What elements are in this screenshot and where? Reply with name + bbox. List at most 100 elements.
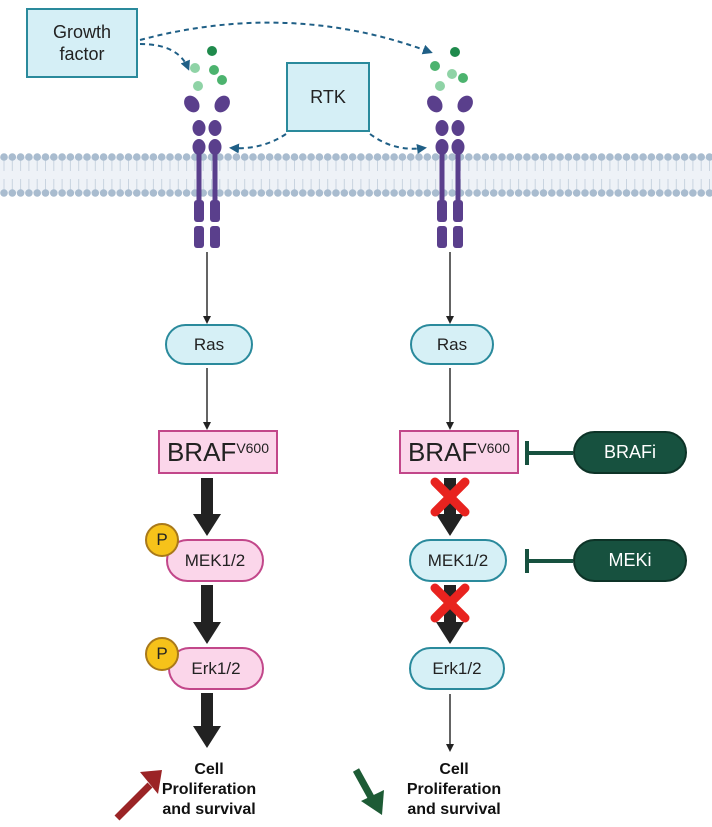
brafi-inhibitor: BRAFi xyxy=(573,431,687,474)
mek-node-right: MEK1/2 xyxy=(409,539,507,582)
lipid-head xyxy=(25,189,33,197)
lipid-head xyxy=(498,153,506,161)
receptor-lobe xyxy=(192,120,206,136)
dashed-arrows xyxy=(139,21,433,154)
lipid-head xyxy=(249,189,257,197)
ligand-molecule xyxy=(450,47,460,57)
lipid-head xyxy=(240,153,249,161)
lipid-head xyxy=(0,189,8,197)
lipid-head xyxy=(465,153,473,161)
lipid-head xyxy=(340,153,349,161)
lipid-head xyxy=(232,189,241,197)
lipid-head xyxy=(232,153,241,161)
lipid-head xyxy=(473,153,481,161)
lipid-head xyxy=(639,153,647,161)
lipid-head xyxy=(249,153,257,161)
receptor-transmembrane xyxy=(439,150,445,200)
lipid-head xyxy=(689,189,697,197)
lipid-head xyxy=(33,189,41,197)
receptor-lobe xyxy=(214,95,230,113)
ligand-to-left-arrow xyxy=(139,43,190,71)
receptor-kinase xyxy=(194,200,204,222)
receptor-transmembrane xyxy=(212,150,218,200)
lipid-head xyxy=(0,153,8,161)
lipid-head xyxy=(265,189,274,197)
receptor-kinase xyxy=(453,200,463,222)
ligand-to-right-arrow xyxy=(139,21,433,55)
rtk-receptor xyxy=(427,95,473,248)
lipid-head xyxy=(257,189,266,197)
outcome-right-line2: Proliferation xyxy=(406,781,502,798)
lipid-head xyxy=(149,189,158,197)
receptor-kinase xyxy=(453,226,463,248)
rtk-receptor xyxy=(184,95,230,248)
lipid-head xyxy=(531,189,539,197)
lipid-head xyxy=(8,153,17,161)
lipid-head xyxy=(415,153,423,161)
lipid-head xyxy=(390,153,398,161)
receptor-lobe xyxy=(451,139,465,155)
increase-arrow-head xyxy=(140,770,162,794)
lipid-head xyxy=(506,189,515,197)
lipid-head xyxy=(581,153,589,161)
receptor-lobe xyxy=(451,120,465,136)
lipid-head xyxy=(539,153,548,161)
lipid-head xyxy=(548,189,556,197)
lipid-head xyxy=(157,153,166,161)
strong-signal-head xyxy=(193,622,221,644)
mek-node-left: MEK1/2 xyxy=(166,539,264,582)
lipid-head xyxy=(697,189,705,197)
meki-inhibitor: MEKi xyxy=(573,539,687,582)
increase-arrow-shaft xyxy=(114,782,153,821)
lipid-head xyxy=(141,153,149,161)
lipid-head xyxy=(16,153,25,161)
lipid-head xyxy=(323,189,332,197)
lipid-head xyxy=(523,189,531,197)
receptor-lobe xyxy=(184,95,200,113)
lipid-head xyxy=(481,153,490,161)
receptor-kinase xyxy=(210,226,220,248)
lipid-head xyxy=(133,153,141,161)
lipid-head xyxy=(697,153,705,161)
lipid-head xyxy=(373,189,382,197)
receptor-lobe xyxy=(208,120,222,136)
lipid-head xyxy=(514,189,523,197)
lipid-head xyxy=(307,153,315,161)
rtk-to-right-arrow xyxy=(369,133,427,154)
lipid-head xyxy=(91,189,100,197)
lipid-head xyxy=(564,189,573,197)
outcome-right-line1: Cell xyxy=(439,761,469,778)
ligand-molecule xyxy=(430,61,440,71)
ligand-molecule xyxy=(217,75,227,85)
lipid-head xyxy=(124,189,133,197)
phospho-badge-mek: P xyxy=(145,523,179,557)
lipid-head xyxy=(672,189,681,197)
lipid-head xyxy=(357,153,365,161)
lipid-head xyxy=(83,189,91,197)
lipid-head xyxy=(581,189,589,197)
receptor-kinase xyxy=(194,226,204,248)
lipid-head xyxy=(556,153,564,161)
lipid-head xyxy=(531,153,539,161)
lipid-head xyxy=(274,189,282,197)
block-x-stroke xyxy=(430,477,470,517)
lipid-head xyxy=(415,189,423,197)
receptor-lobe xyxy=(435,120,449,136)
lipid-head xyxy=(274,153,282,161)
lipid-head xyxy=(357,189,365,197)
ligand-molecule xyxy=(447,69,457,79)
lipid-head xyxy=(299,189,307,197)
braf-mutation-label: V600 xyxy=(236,440,270,456)
lipid-head xyxy=(622,153,631,161)
lipid-head xyxy=(282,153,291,161)
strong-signal-shaft xyxy=(201,585,213,624)
receptor-lobe xyxy=(192,139,206,155)
outcome-left-line3: and survival xyxy=(162,801,256,818)
strong-signal-head xyxy=(436,514,464,536)
lipid-head xyxy=(390,189,398,197)
lipid-head xyxy=(290,153,299,161)
lipid-head xyxy=(647,189,656,197)
lipid-head xyxy=(332,153,340,161)
